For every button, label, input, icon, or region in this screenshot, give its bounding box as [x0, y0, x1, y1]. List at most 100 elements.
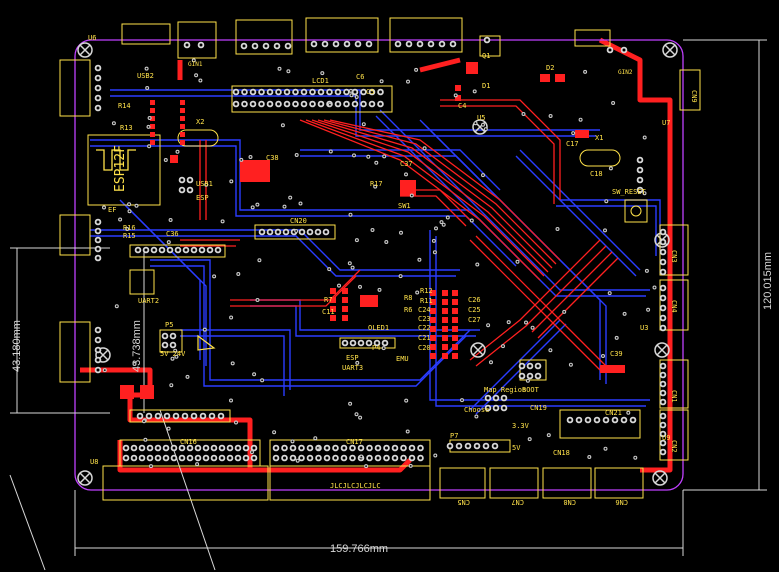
mounting-hole: [77, 42, 93, 58]
connector-top-2: [305, 17, 379, 53]
through-hole-pad-hole: [260, 90, 263, 94]
through-hole-pad-hole: [419, 456, 422, 460]
through-hole-pad-hole: [368, 456, 371, 460]
via-hole: [349, 213, 352, 216]
via-hole: [522, 113, 525, 115]
through-hole-pad-hole: [396, 42, 400, 46]
through-hole-pad-hole: [96, 348, 100, 352]
smd-pad: [400, 180, 416, 196]
through-hole-pad-hole: [407, 42, 411, 46]
through-hole-pad-hole: [336, 102, 340, 106]
via-hole: [507, 321, 510, 323]
through-hole-pad-hole: [236, 446, 240, 450]
usb2-connector: [121, 23, 171, 45]
through-hole-pad-hole: [243, 90, 246, 94]
via-hole: [516, 260, 519, 263]
cn17-label: CN17: [346, 438, 363, 446]
through-hole-pad-hole: [204, 456, 208, 460]
p5-label: P5: [165, 321, 173, 329]
through-hole-pad-hole: [163, 334, 167, 338]
through-hole-pad-hole: [661, 286, 665, 290]
via-hole: [588, 456, 591, 458]
smd-pad: [455, 85, 461, 91]
c38-label: C38: [266, 154, 279, 162]
via-hole: [338, 284, 340, 287]
through-hole-pad-hole: [393, 456, 397, 460]
through-hole-pad-hole: [308, 456, 312, 460]
u5-label: U5: [477, 114, 485, 122]
via-hole: [295, 230, 298, 232]
height-dimension: 120.015mm: [762, 252, 774, 310]
through-hole-pad-hole: [294, 102, 297, 106]
through-hole-pad-hole: [144, 248, 148, 252]
smd-pad: [180, 124, 185, 129]
via-hole: [375, 161, 378, 164]
through-hole-pad-hole: [457, 444, 461, 448]
via-hole: [476, 263, 479, 266]
through-hole-pad-hole: [96, 86, 100, 90]
via-hole: [482, 123, 484, 126]
smd-pad: [452, 317, 458, 323]
through-hole-pad-hole: [622, 48, 626, 52]
through-hole-pad-hole: [661, 382, 665, 386]
through-hole-pad-hole: [638, 158, 642, 162]
through-hole-pad-hole: [440, 42, 444, 46]
cn21-label: CN21: [605, 409, 622, 417]
through-hole-pad-hole: [410, 446, 414, 450]
through-hole-pad-hole: [661, 230, 665, 234]
via-hole: [604, 447, 607, 450]
c6-label: C6: [356, 73, 364, 81]
component-pads: [94, 36, 667, 462]
via-hole: [289, 196, 292, 199]
through-hole-pad-hole: [336, 90, 340, 94]
via-hole: [167, 427, 170, 430]
via-hole: [283, 205, 286, 208]
esp-label: ESP: [196, 194, 209, 202]
via-hole: [490, 361, 492, 364]
smd-pad: [442, 344, 448, 350]
through-hole-pad-hole: [367, 42, 371, 46]
through-hole-pad-hole: [485, 38, 489, 42]
through-hole-pad-hole: [319, 102, 323, 106]
through-hole-pad-hole: [661, 240, 665, 244]
through-hole-pad-hole: [96, 66, 100, 70]
smd-pad: [430, 299, 436, 305]
via-hole: [287, 70, 290, 73]
through-hole-pad-hole: [494, 396, 498, 400]
u8-label: U8: [90, 458, 98, 466]
through-hole-pad-hole: [212, 446, 216, 450]
through-hole-pad-hole: [528, 374, 532, 378]
via-hole: [407, 80, 409, 83]
smd-pad: [442, 299, 448, 305]
via-hole: [103, 369, 106, 371]
through-hole-pad-hole: [595, 418, 599, 422]
through-hole-pad-hole: [260, 102, 263, 106]
through-hole-pad-hole: [228, 446, 232, 450]
through-hole-pad-hole: [661, 414, 665, 418]
r6-label: R6: [404, 306, 412, 314]
through-hole-pad-hole: [334, 446, 337, 450]
through-hole-pad-hole: [96, 238, 100, 242]
through-hole-pad-hole: [220, 456, 224, 460]
boot-label: BOOT: [522, 386, 540, 394]
through-hole-pad-hole: [147, 414, 151, 418]
via-hole: [256, 299, 259, 301]
via-hole: [299, 202, 302, 205]
smd-pad: [600, 365, 625, 373]
via-hole: [253, 373, 256, 376]
c39-label: C39: [610, 350, 623, 358]
through-hole-pad-hole: [631, 418, 635, 422]
through-hole-pad-hole: [661, 316, 665, 320]
mounting-hole: [662, 42, 678, 58]
smd-pad: [150, 116, 155, 121]
r16-label: R16: [123, 224, 136, 232]
via-hole: [359, 286, 361, 288]
top-copper-layer: [180, 99, 619, 371]
c27-label: C27: [468, 316, 481, 324]
via-hole: [328, 268, 331, 270]
through-hole-pad-hole: [528, 364, 532, 368]
smd-pad: [342, 306, 348, 312]
via-hole: [570, 363, 572, 366]
via-hole: [355, 413, 358, 416]
through-hole-pad-hole: [323, 42, 327, 46]
